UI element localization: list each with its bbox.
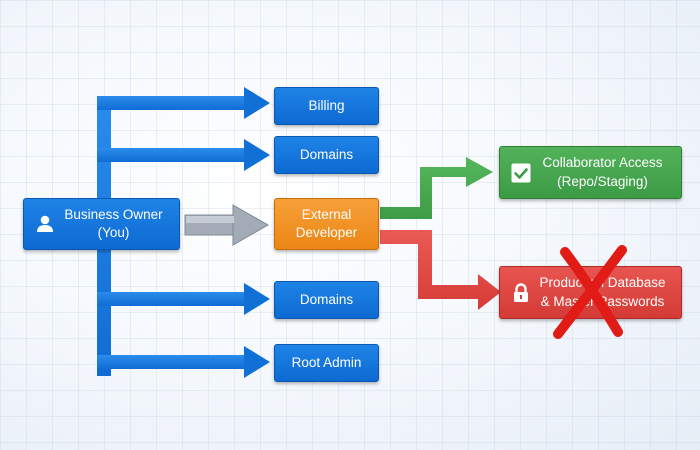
business-owner-node: Business Owner (You) xyxy=(23,198,180,250)
arrow-to-root-admin xyxy=(97,346,270,378)
domains-bottom-node: Domains xyxy=(274,281,379,319)
arrow-owner-to-developer xyxy=(184,204,270,246)
collaborator-access-node: Collaborator Access (Repo/Staging) xyxy=(499,146,682,199)
collaborator-access-sublabel: (Repo/Staging) xyxy=(557,173,648,189)
lock-icon xyxy=(514,282,528,302)
domains-top-node: Domains xyxy=(274,136,379,174)
external-developer-label: External xyxy=(301,206,352,222)
business-owner-sublabel: (You) xyxy=(97,225,130,240)
checkmark-icon xyxy=(511,163,531,182)
user-icon xyxy=(37,215,53,232)
domains-bottom-label: Domains xyxy=(299,291,354,307)
root-admin-node: Root Admin xyxy=(274,344,379,382)
billing-label: Billing xyxy=(308,97,345,113)
collaborator-access-label: Collaborator Access xyxy=(542,155,663,171)
production-database-sublabel: & Master Passwords xyxy=(540,293,665,309)
arrow-to-domains-top xyxy=(97,139,270,171)
arrow-developer-to-production xyxy=(380,230,501,310)
arrow-to-billing xyxy=(97,87,270,119)
domains-top-label: Domains xyxy=(299,146,354,162)
business-owner-label: Business Owner xyxy=(64,206,163,222)
root-admin-label: Root Admin xyxy=(291,354,362,370)
arrow-developer-to-collaborator xyxy=(380,157,493,219)
production-database-label: Production Database xyxy=(539,275,666,291)
arrow-to-domains-bottom xyxy=(97,283,270,315)
external-developer-node: External Developer xyxy=(274,198,379,250)
production-database-node: Production Database & Master Passwords xyxy=(499,266,682,319)
billing-node: Billing xyxy=(274,87,379,125)
external-developer-sublabel: Developer xyxy=(295,225,358,240)
